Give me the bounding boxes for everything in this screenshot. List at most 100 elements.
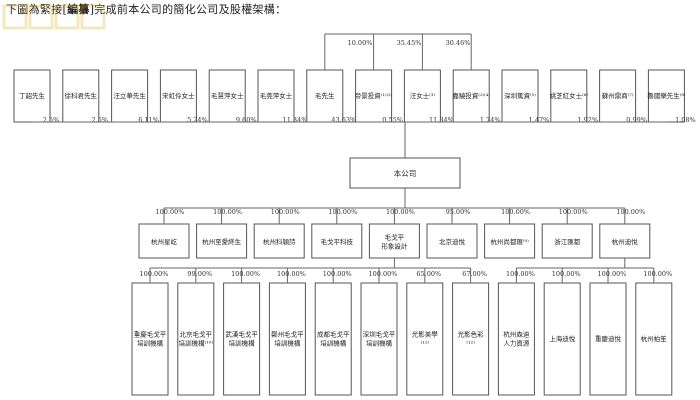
shareholder-box bbox=[257, 69, 295, 123]
branch-name: 人力資源 bbox=[503, 339, 530, 348]
subsidiary-box bbox=[426, 223, 478, 259]
shareholder-box bbox=[501, 69, 539, 123]
subsidiary-name: 形象設計 bbox=[381, 242, 408, 251]
subsidiary-name: 杭州至愛終生 bbox=[202, 237, 242, 246]
branch-box bbox=[635, 282, 673, 396]
branch-pct: 100.00% bbox=[643, 270, 672, 278]
shareholder-name: 姚芝紅女士⁽⁶⁾ bbox=[550, 91, 589, 100]
branch-pct: 100.00% bbox=[277, 270, 306, 278]
shareholder-pct: 1.08% bbox=[675, 116, 696, 124]
subsidiary-name: 杭州尚都匯⁽⁹⁾ bbox=[490, 237, 529, 246]
subsidiary-pct: 95.00% bbox=[446, 208, 471, 216]
shareholder-box bbox=[403, 69, 441, 123]
intro-after: ]完成前本公司的簡化公司及股權架構： bbox=[89, 3, 287, 16]
subsidiary-box bbox=[311, 223, 363, 259]
branch-name: 培訓機構 bbox=[320, 339, 347, 348]
subsidiary-box bbox=[541, 223, 593, 259]
branch-pct: 100.00% bbox=[598, 270, 627, 278]
branch-name: 杭州柏笙 bbox=[641, 334, 668, 343]
branch-box bbox=[177, 282, 215, 396]
shareholder-pct: 0.55% bbox=[382, 116, 403, 124]
branch-box bbox=[497, 282, 535, 396]
shareholder-pct: 1.92% bbox=[577, 116, 598, 124]
cross-pct-1: 10.00% bbox=[348, 39, 373, 47]
subsidiary-name: 北京迪悅 bbox=[439, 237, 466, 246]
branch-pct: 67.00% bbox=[462, 270, 487, 278]
subsidiary-box bbox=[484, 223, 536, 259]
branch-name: ⁽¹²⁾ bbox=[466, 340, 475, 348]
shareholder-name: 徐科君先生 bbox=[65, 91, 98, 100]
branch-name: 重慶迪悅 bbox=[595, 334, 622, 343]
branch-name: 光影色彩 bbox=[458, 330, 485, 339]
branch-name: 深圳毛戈平 bbox=[363, 330, 396, 339]
watermark-logo bbox=[2, 4, 106, 30]
branch-name: 培訓機構⁽¹⁰⁾ bbox=[179, 339, 214, 348]
shareholder-name: 毛先生 bbox=[315, 91, 335, 100]
branch-name: 成都毛戈平 bbox=[317, 330, 350, 339]
branch-pct: 100.00% bbox=[323, 270, 352, 278]
shareholder-pct: 1.47% bbox=[529, 116, 550, 124]
shareholder-name: 魯國樂先生⁽⁸⁾ bbox=[647, 91, 686, 100]
subsidiary-pct: 100.00% bbox=[271, 208, 300, 216]
subsidiary-box bbox=[253, 223, 305, 259]
shareholder-box bbox=[550, 69, 588, 123]
shareholder-name: 毛莞萍女士 bbox=[260, 91, 293, 100]
shareholder-pct: 2.5% bbox=[92, 116, 109, 124]
shareholder-pct: 11.34% bbox=[429, 116, 454, 124]
subsidiary-pct: 100.00% bbox=[501, 208, 530, 216]
subsidiary-box bbox=[196, 223, 248, 259]
intro-before: 下圖為緊接[ bbox=[6, 3, 68, 16]
branch-name: 北京毛戈平 bbox=[180, 330, 213, 339]
shareholder-name: 宋虹伶女士 bbox=[162, 91, 195, 100]
cross-pct-3: 30.46% bbox=[446, 39, 471, 47]
subsidiary-name: 浙江匯都 bbox=[554, 237, 581, 246]
branch-name: 上海迪悅 bbox=[549, 334, 576, 343]
cross-pct-2: 35.45% bbox=[397, 39, 422, 47]
branch-box bbox=[131, 282, 169, 396]
branch-pct: 65.00% bbox=[416, 270, 441, 278]
subsidiary-name: 杭州科穎詩 bbox=[263, 237, 296, 246]
branch-name: 培訓機構 bbox=[137, 339, 164, 348]
shareholder-name: 毛慧萍女士 bbox=[211, 91, 244, 100]
shareholder-pct: 6.11% bbox=[138, 116, 159, 124]
subsidiary-name: 毛戈平 bbox=[385, 233, 405, 242]
shareholder-pct: 1.74% bbox=[480, 116, 501, 124]
branch-name: 重慶毛戈平 bbox=[134, 330, 167, 339]
branch-box bbox=[406, 282, 444, 396]
company-name: 本公司 bbox=[394, 168, 417, 178]
branch-name: ⁽¹¹⁾ bbox=[421, 340, 430, 348]
branch-box bbox=[223, 282, 261, 396]
branch-box bbox=[314, 282, 352, 396]
subsidiary-pct: 100.00% bbox=[616, 208, 645, 216]
shareholder-box bbox=[599, 69, 637, 123]
branch-name: 培訓機構 bbox=[229, 339, 256, 348]
subsidiary-box bbox=[138, 223, 190, 259]
subsidiary-name: 毛戈平科技 bbox=[321, 237, 354, 246]
shareholder-box bbox=[111, 69, 149, 123]
shareholder-pct: 43.63% bbox=[331, 116, 356, 124]
shareholder-box bbox=[355, 69, 393, 123]
subsidiary-name: 杭州星屹 bbox=[151, 237, 178, 246]
shareholder-pct: 9.60% bbox=[236, 116, 257, 124]
branch-box bbox=[268, 282, 306, 396]
shareholder-box bbox=[159, 69, 197, 123]
shareholder-name: 嘉驍投資⁽²⁾⁽⁴⁾ bbox=[452, 91, 490, 100]
subsidiary-name: 杭州迪悅 bbox=[612, 237, 639, 246]
branch-pct: 99.00% bbox=[187, 270, 212, 278]
branch-name: 培訓機構 bbox=[274, 339, 301, 348]
intro-sentence: 下圖為緊接[編纂]完成前本公司的簡化公司及股權架構： bbox=[6, 1, 286, 17]
shareholder-pct: 2.5% bbox=[43, 116, 60, 124]
branch-pct: 100.00% bbox=[506, 270, 535, 278]
shareholder-name: 汪女士⁽³⁾ bbox=[410, 91, 436, 100]
shareholder-box bbox=[208, 69, 246, 123]
branch-pct: 100.00% bbox=[140, 270, 169, 278]
branch-pct: 100.00% bbox=[552, 270, 581, 278]
shareholder-pct: 0.99% bbox=[626, 116, 647, 124]
shareholder-pct: 5.24% bbox=[187, 116, 208, 124]
branch-name: 培訓機構 bbox=[366, 339, 393, 348]
subsidiary-pct: 100.00% bbox=[559, 208, 588, 216]
subsidiary-pct: 100.00% bbox=[328, 208, 357, 216]
shareholder-name: 丁韶先生 bbox=[19, 91, 46, 100]
branch-name: 鄭州毛戈平 bbox=[271, 330, 304, 339]
